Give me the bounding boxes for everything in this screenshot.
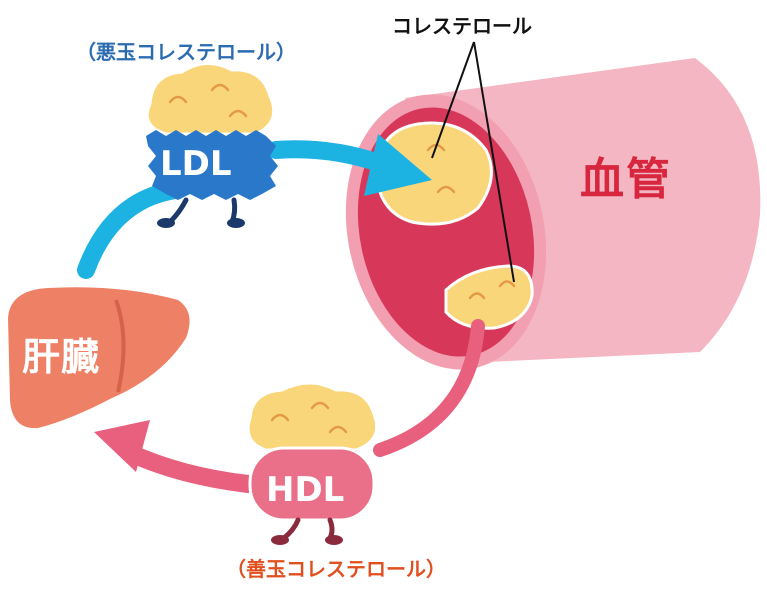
ldl-arrow-to-vessel bbox=[267, 140, 391, 173]
ldl-transport-arrow bbox=[77, 181, 184, 279]
ldl-arrow-head bbox=[364, 134, 432, 196]
plaque-upper bbox=[374, 121, 493, 226]
ldl-name-label: LDL bbox=[160, 144, 232, 184]
blood-vessel-label: 血管 bbox=[580, 154, 672, 205]
liver-label: 肝臓 bbox=[22, 335, 101, 379]
hdl-arrow-to-liver bbox=[119, 443, 257, 493]
cholesterol-pointer-lines bbox=[431, 41, 515, 283]
hdl-arrow-head bbox=[94, 420, 150, 472]
cholesterol-label: コレステロール bbox=[392, 14, 532, 38]
hdl-name-label: HDL bbox=[266, 470, 345, 510]
hdl-caption: （善玉コレステロール） bbox=[226, 557, 446, 581]
ldl-caption: （悪玉コレステロール） bbox=[76, 40, 296, 64]
ldl-character bbox=[145, 62, 278, 228]
hdl-character bbox=[246, 381, 379, 545]
liver-illustration bbox=[8, 287, 190, 429]
hdl-transport-arrow bbox=[373, 319, 485, 457]
blood-vessel bbox=[345, 58, 761, 370]
